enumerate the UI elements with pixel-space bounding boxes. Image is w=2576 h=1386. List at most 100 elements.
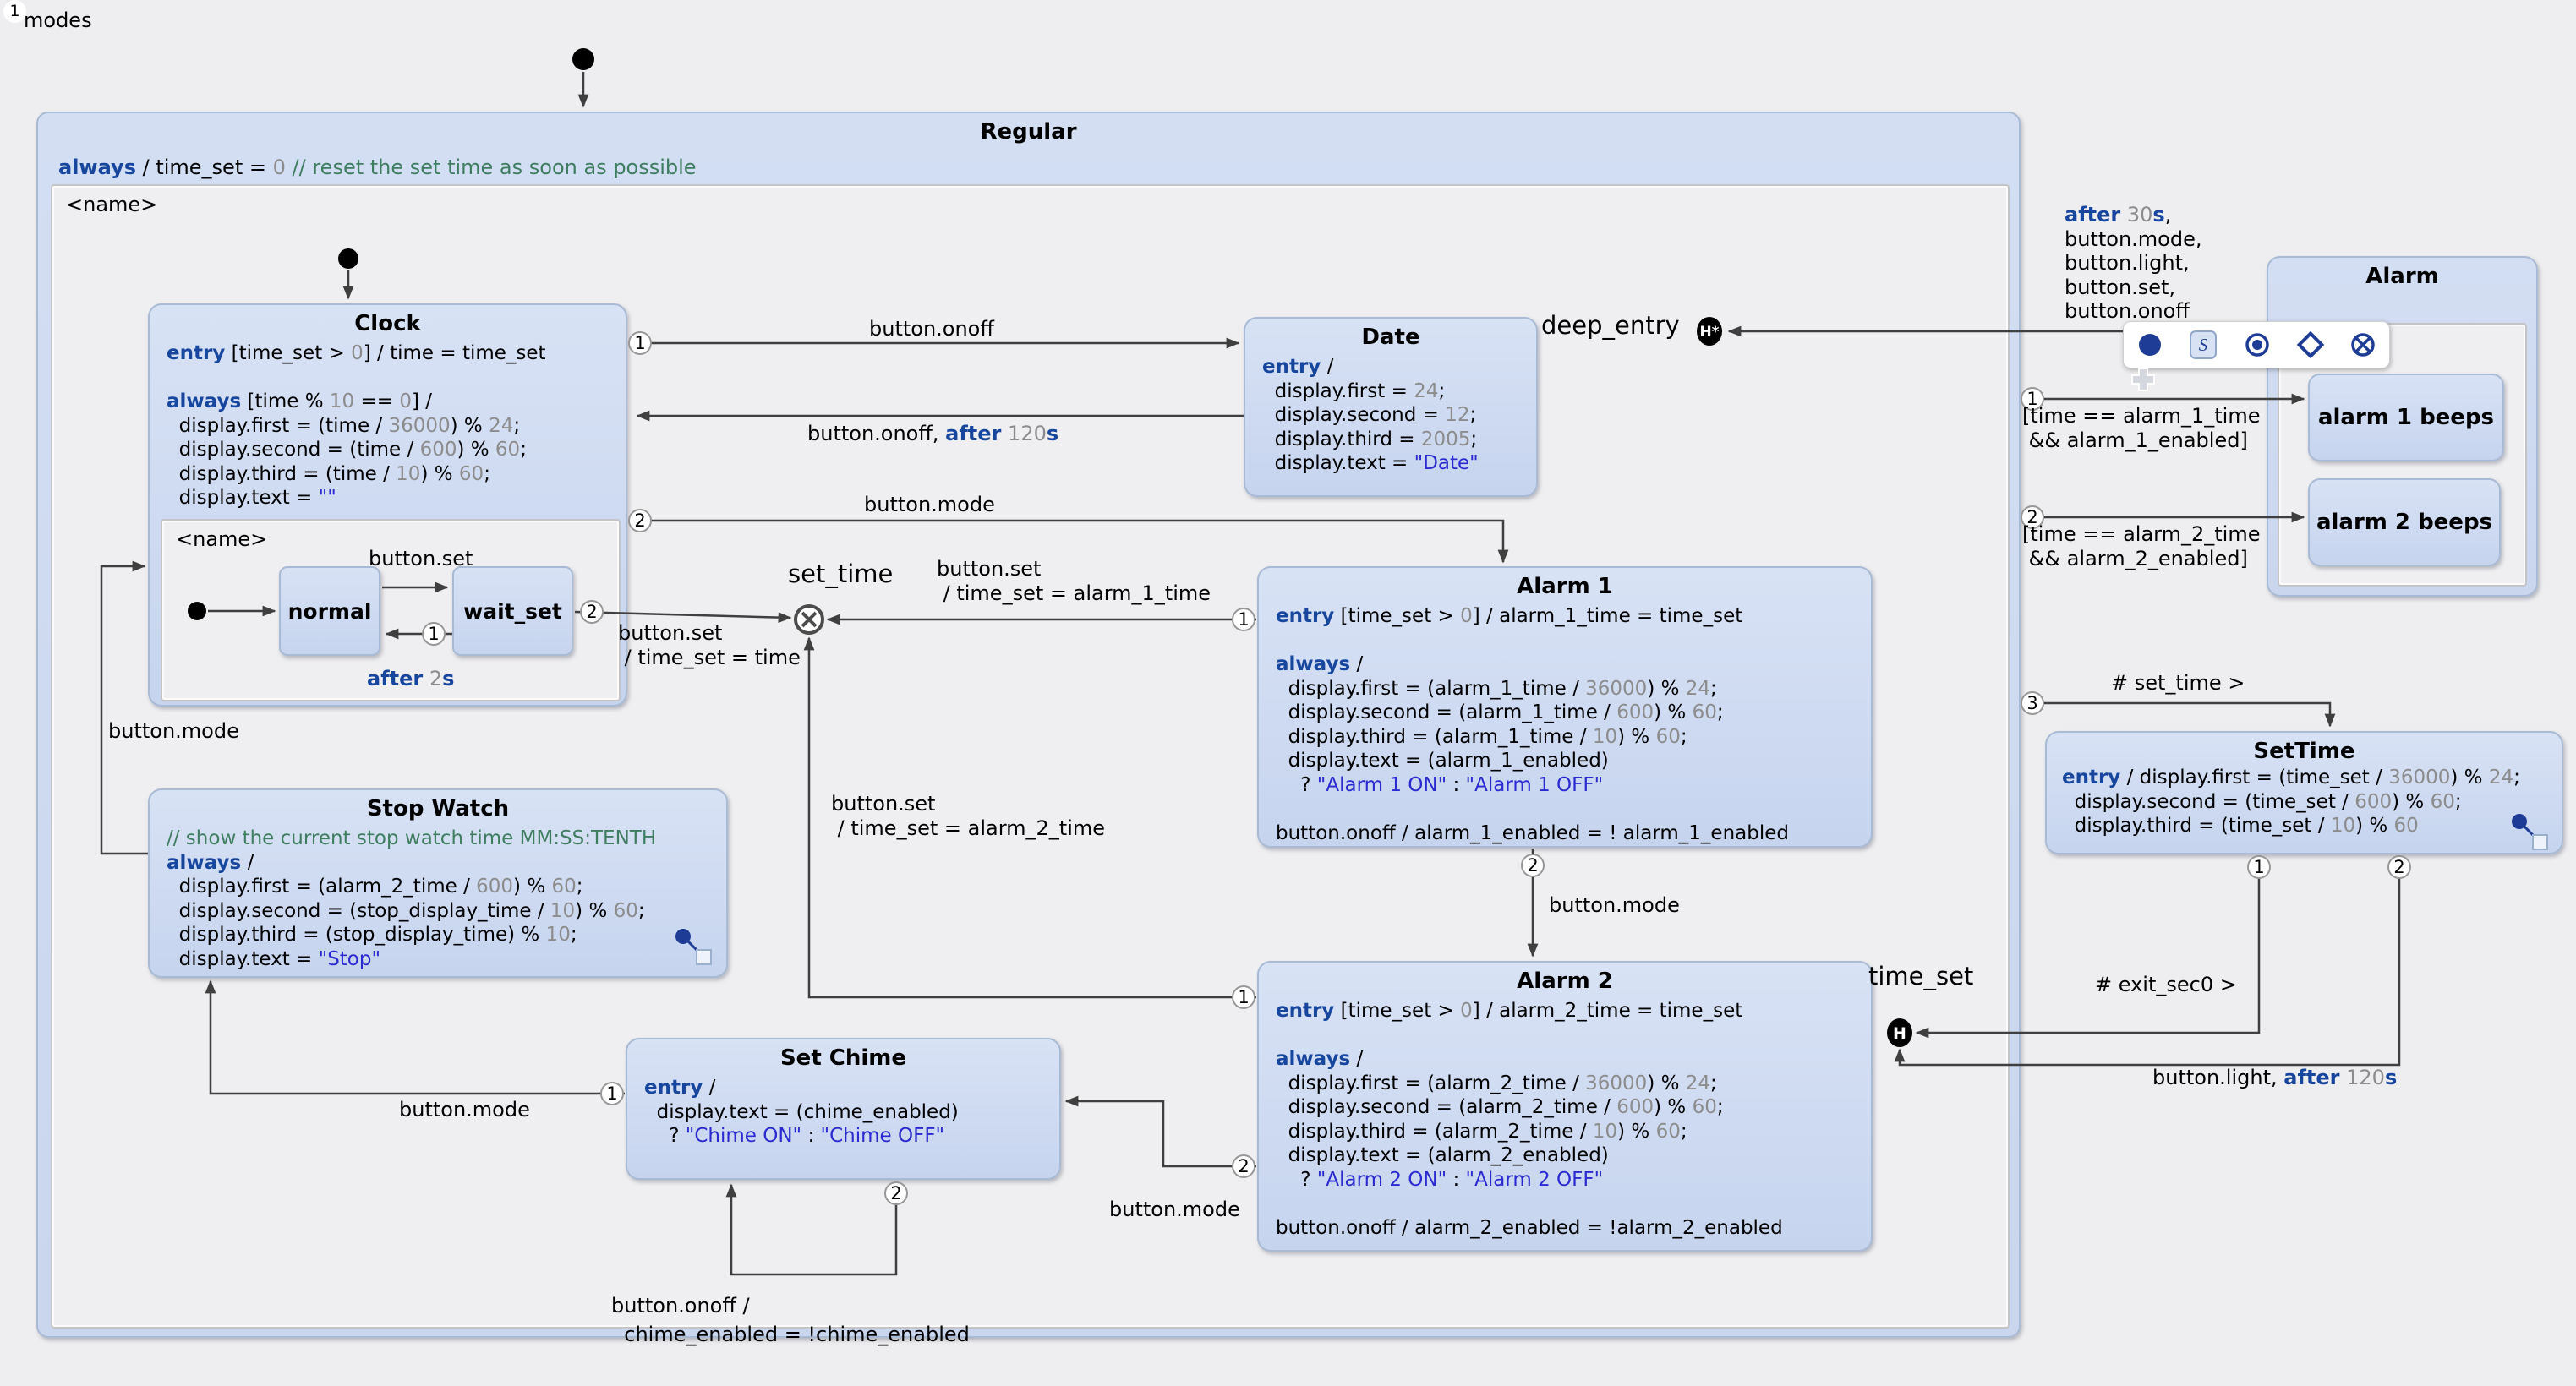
state-alarm-title: Alarm (2365, 264, 2439, 289)
state-regular-title: Regular (980, 119, 1077, 145)
state-alarm1[interactable]: Alarm 1 entry [time_set > 0] / alarm_1_t… (1257, 566, 1873, 848)
state-icon[interactable]: S (2188, 330, 2218, 360)
initial-state-dot[interactable] (188, 602, 206, 620)
priority-badge: 2 (1521, 854, 1545, 877)
transition-setchime-stopwatch[interactable] (205, 979, 625, 1095)
label-button-onoff-after120[interactable]: button.onoff, after 120s (807, 422, 1059, 445)
state-alarm2[interactable]: Alarm 2 entry [time_set > 0] / alarm_2_t… (1257, 961, 1873, 1252)
state-wait-set[interactable]: wait_set (452, 566, 573, 656)
label-button-mode[interactable]: button.mode (108, 719, 239, 743)
svg-text:1: 1 (428, 624, 439, 644)
state-normal-title: normal (287, 598, 372, 624)
state-alarm1beeps[interactable]: alarm 1 beeps (2308, 374, 2504, 461)
state-stopwatch-title: Stop Watch (366, 796, 510, 821)
state-settime[interactable]: SetTime entry / display.first = (time_se… (2045, 731, 2563, 854)
label-set-alarm1-time[interactable]: button.set / time_set = alarm_1_time (937, 557, 1211, 605)
transition-settime-timeset-2[interactable] (1894, 855, 2401, 1067)
label-button-mode[interactable]: button.mode (1549, 893, 1680, 917)
transition-settime-timeset-1[interactable] (1915, 855, 2261, 1039)
label-button-onoff[interactable]: button.onoff (869, 317, 994, 341)
svg-text:3: 3 (2026, 693, 2037, 713)
exit-point-icon[interactable] (2349, 331, 2376, 358)
deep-history-icon[interactable]: H* (1697, 317, 1722, 346)
priority-badge: 2 (580, 600, 604, 624)
label-set-time-node[interactable]: set_time (788, 559, 894, 588)
initial-state-dot[interactable] (572, 48, 594, 70)
label-button-mode[interactable]: button.mode (399, 1098, 530, 1121)
label-set-time[interactable]: button.set / time_set = time (618, 621, 801, 669)
state-settime-behavior: entry / display.first = (time_set / 3600… (2062, 767, 2520, 837)
svg-text:H: H (1893, 1024, 1906, 1043)
svg-text:2: 2 (2393, 857, 2404, 877)
diagram-name: modes (24, 8, 92, 32)
label-hash-exit-sec0[interactable]: # exit_sec0 > (2095, 973, 2237, 996)
label-chime-toggle[interactable]: button.onoff / chime_enabled = !chime_en… (611, 1294, 970, 1346)
state-alarm2beeps[interactable]: alarm 2 beeps (2308, 478, 2501, 566)
transition-stopwatch-clock[interactable] (100, 560, 148, 855)
transition-regular-settime[interactable] (2021, 701, 2336, 728)
transition-alarm2-setchime[interactable] (1064, 1095, 1256, 1168)
svg-text:2: 2 (1527, 855, 1538, 876)
plus-cursor-icon (2131, 368, 2155, 391)
state-wait-set-title: wait_set (463, 598, 562, 624)
label-hash-set-time[interactable]: # set_time > (2111, 671, 2245, 695)
priority-badge: 2 (2021, 505, 2044, 529)
anchor-icon (2512, 814, 2548, 850)
exit-point-icon[interactable] (794, 604, 824, 635)
label-set-alarm2-time[interactable]: button.set / time_set = alarm_2_time (831, 792, 1106, 840)
priority-badge: 1 (2247, 855, 2271, 879)
choice-icon[interactable] (2296, 330, 2325, 359)
priority-badge: 2 (884, 1181, 908, 1205)
svg-text:2: 2 (634, 510, 645, 531)
priority-badge: 1 (2021, 387, 2044, 411)
label-button-light-after120[interactable]: button.light, after 120s (2152, 1066, 2398, 1089)
label-after-2s[interactable]: after 2s (367, 667, 455, 690)
state-alarm1-title: Alarm 1 (1517, 574, 1613, 599)
label-after30-triggers[interactable]: after 30s,button.mode,button.light,butto… (2065, 203, 2202, 323)
transition-setchime-self[interactable] (725, 1181, 898, 1276)
transition-waitset-settime-exit[interactable] (574, 610, 792, 624)
state-alarm2beeps-title: alarm 2 beeps (2316, 510, 2493, 535)
anchor-icon (675, 929, 712, 965)
priority-badge: 2 (2387, 855, 2411, 879)
state-date-behavior: entry / display.first = 24; display.seco… (1262, 356, 1479, 474)
state-clock-title: Clock (354, 311, 421, 336)
diagram-index: 1 (3, 0, 26, 23)
transition-alarm2-settime-exit[interactable] (803, 636, 1256, 999)
state-stopwatch[interactable]: Stop Watch // show the current stop watc… (148, 788, 728, 978)
state-alarm1beeps-title: alarm 1 beeps (2317, 405, 2495, 430)
state-setchime[interactable]: Set Chime entry / display.text = (chime_… (626, 1038, 1061, 1180)
state-setchime-behavior: entry / display.text = (chime_enabled) ?… (644, 1077, 959, 1147)
state-settime-title: SetTime (2253, 739, 2355, 764)
initial-state-dot[interactable] (338, 248, 358, 269)
final-state-icon[interactable] (2244, 331, 2271, 358)
initial-state-icon[interactable] (2136, 331, 2163, 358)
svg-text:1: 1 (606, 1083, 617, 1104)
label-guard-alarm1[interactable]: [time == alarm_1_time && alarm_1_enabled… (2022, 404, 2261, 452)
priority-badge: 2 (1232, 1154, 1255, 1178)
regular-always-reaction: always / time_set = 0 // reset the set t… (58, 156, 697, 179)
priority-badge: 1 (422, 622, 446, 646)
priority-badge: 1 (1232, 608, 1255, 631)
state-alarm2-title: Alarm 2 (1517, 969, 1613, 994)
svg-text:2: 2 (1238, 1156, 1249, 1176)
label-guard-alarm2[interactable]: [time == alarm_2_time && alarm_2_enabled… (2022, 522, 2261, 570)
priority-badge: 2 (628, 509, 652, 532)
label-time-set-node[interactable]: time_set (1868, 962, 1974, 990)
svg-text:1: 1 (1238, 987, 1249, 1007)
label-button-mode[interactable]: button.mode (1109, 1198, 1240, 1221)
svg-text:2: 2 (890, 1183, 901, 1203)
label-button-set[interactable]: button.set (369, 547, 473, 570)
state-date-title: Date (1361, 325, 1420, 350)
transition-clock-alarm1[interactable] (629, 519, 1509, 564)
priority-badge: 1 (628, 331, 652, 355)
state-normal[interactable]: normal (279, 566, 380, 656)
shallow-history-icon[interactable]: H (1887, 1018, 1912, 1047)
svg-text:1: 1 (634, 333, 645, 353)
label-deep-entry[interactable]: deep_entry (1541, 311, 1680, 340)
priority-badge: 3 (2021, 691, 2044, 715)
label-button-mode[interactable]: button.mode (864, 493, 995, 516)
state-date[interactable]: Date entry / display.first = 24; display… (1244, 317, 1538, 497)
